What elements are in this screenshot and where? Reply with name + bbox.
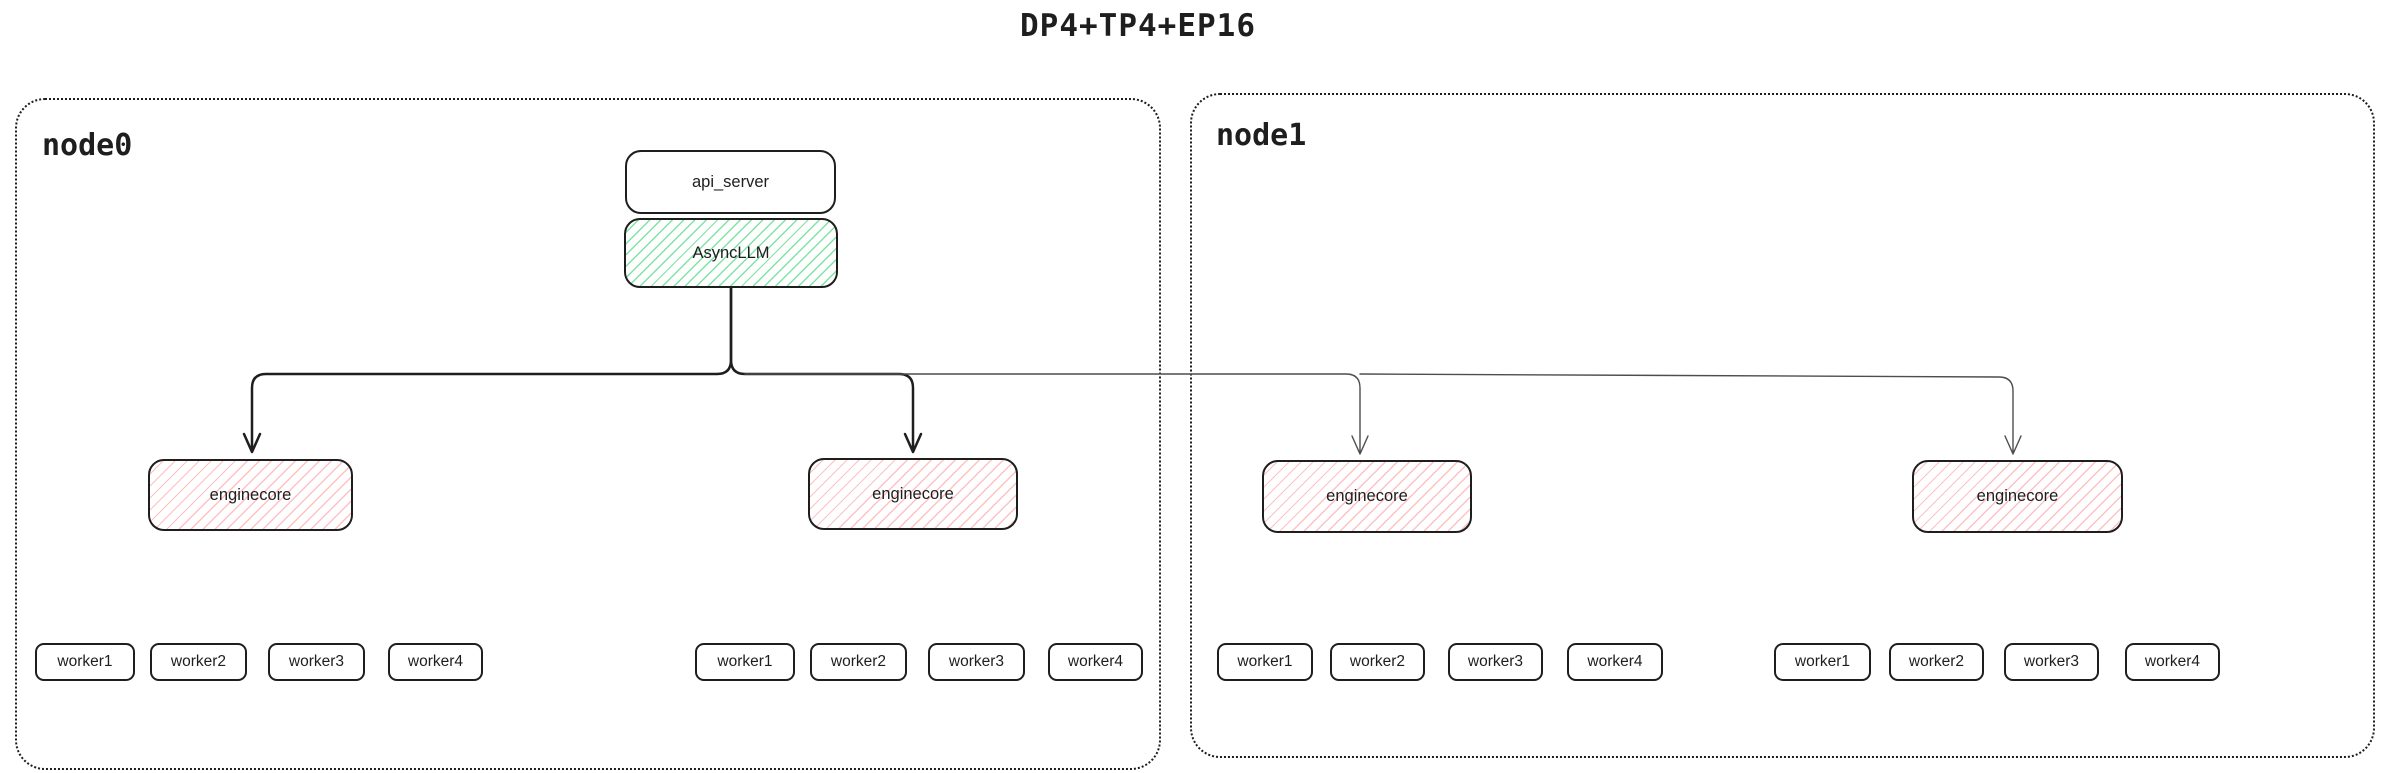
node0-group2-worker3: worker3	[928, 643, 1025, 681]
node0-group1-worker4: worker4	[388, 643, 483, 681]
node0-label: node0	[42, 128, 133, 163]
async-llm-box: AsyncLLM	[624, 218, 838, 288]
node0-group2-worker4: worker4	[1048, 643, 1143, 681]
node1-group1-worker4: worker4	[1567, 643, 1663, 681]
node1-group1-worker3: worker3	[1448, 643, 1543, 681]
node1-group1-worker1: worker1	[1217, 643, 1313, 681]
node0-group2-worker1: worker1	[695, 643, 795, 681]
node1-group2-worker4: worker4	[2125, 643, 2220, 681]
node0-group1-worker2: worker2	[150, 643, 247, 681]
diagram-title: DP4+TP4+EP16	[1020, 8, 1256, 44]
node0-group1-worker1: worker1	[35, 643, 135, 681]
node0-group1-worker3: worker3	[268, 643, 365, 681]
node1-enginecore-1: enginecore	[1262, 460, 1472, 533]
node0-enginecore-1: enginecore	[148, 459, 353, 531]
node1-group2-worker3: worker3	[2004, 643, 2099, 681]
node0-group2-worker2: worker2	[810, 643, 907, 681]
node0-enginecore-2: enginecore	[808, 458, 1018, 530]
node1-group1-worker2: worker2	[1330, 643, 1425, 681]
node1-group2-worker1: worker1	[1774, 643, 1871, 681]
node1-label: node1	[1216, 118, 1307, 153]
node1-enginecore-2: enginecore	[1912, 460, 2123, 533]
node1-group2-worker2: worker2	[1889, 643, 1984, 681]
api-server-box: api_server	[625, 150, 836, 214]
